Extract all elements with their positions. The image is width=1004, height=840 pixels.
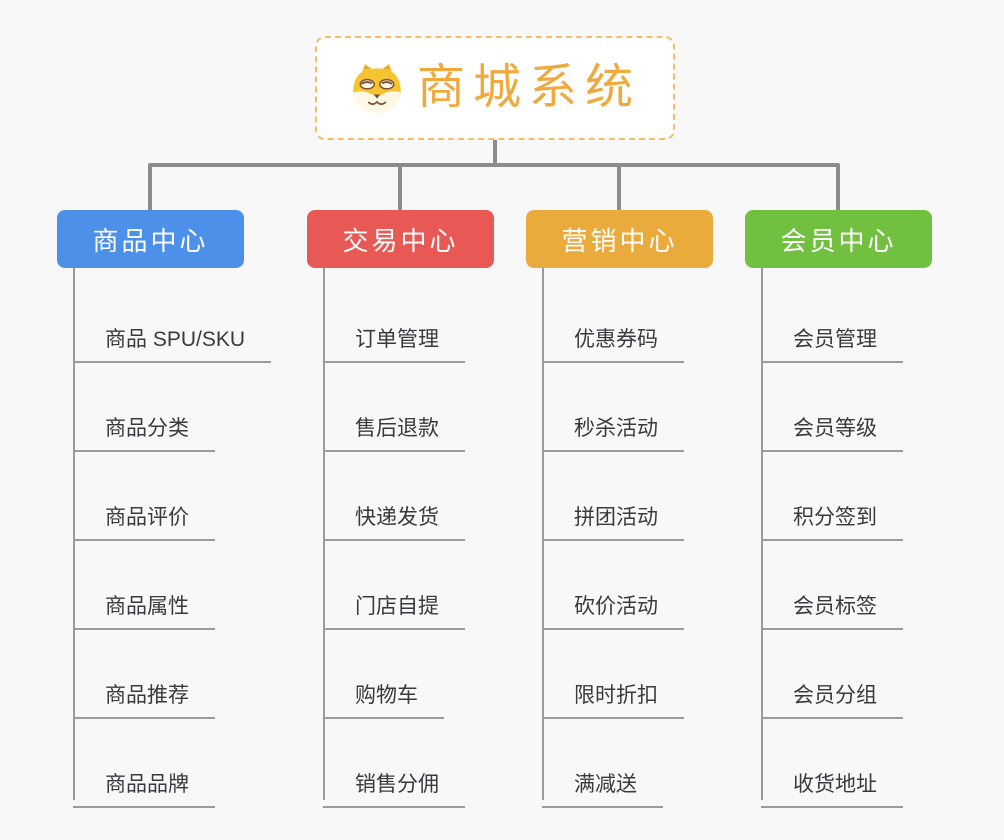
topic-item[interactable]: 会员等级 (761, 404, 903, 452)
topic-item[interactable]: 售后退款 (323, 404, 465, 452)
root-title: 商城系统 (416, 61, 641, 114)
branch-head-member[interactable]: 会员中心 (745, 210, 932, 268)
topic-item[interactable]: 商品 SPU/SKU (73, 315, 272, 363)
drop-line-product (148, 165, 152, 210)
branch-head-product[interactable]: 商品中心 (57, 210, 244, 268)
spine-line (542, 268, 544, 800)
branch-head-marketing[interactable]: 营销中心 (526, 210, 713, 268)
drop-line-trade (398, 165, 402, 210)
topic-item[interactable]: 优惠券码 (542, 315, 684, 363)
topic-item[interactable]: 会员标签 (761, 582, 903, 630)
topic-item[interactable]: 商品品牌 (73, 760, 215, 808)
root-connector-line (493, 140, 497, 165)
topic-item[interactable]: 限时折扣 (542, 671, 684, 719)
root-node[interactable]: 商城系统 (315, 36, 675, 140)
drop-line-marketing (617, 165, 621, 210)
topic-item[interactable]: 收货地址 (761, 760, 903, 808)
topic-item[interactable]: 门店自提 (323, 582, 465, 630)
topic-item[interactable]: 秒杀活动 (542, 404, 684, 452)
spine-line (73, 268, 75, 800)
topic-item[interactable]: 砍价活动 (542, 582, 684, 630)
branch-bus-line (148, 163, 840, 167)
topic-item[interactable]: 拼团活动 (542, 493, 684, 541)
topic-item[interactable]: 商品评价 (73, 493, 215, 541)
topic-item[interactable]: 会员分组 (761, 671, 903, 719)
topic-item[interactable]: 商品推荐 (73, 671, 215, 719)
dog-face-icon (349, 62, 405, 114)
topic-item[interactable]: 销售分佣 (323, 760, 465, 808)
branch-head-trade[interactable]: 交易中心 (307, 210, 494, 268)
spine-line (323, 268, 325, 800)
topic-item[interactable]: 满减送 (542, 760, 663, 808)
drop-line-member (836, 165, 840, 210)
topic-item[interactable]: 商品分类 (73, 404, 215, 452)
topic-item[interactable]: 订单管理 (323, 315, 465, 363)
spine-line (761, 268, 763, 800)
topic-item[interactable]: 积分签到 (761, 493, 903, 541)
topic-item[interactable]: 会员管理 (761, 315, 903, 363)
topic-item[interactable]: 购物车 (323, 671, 444, 719)
topic-item[interactable]: 商品属性 (73, 582, 215, 630)
topic-item[interactable]: 快递发货 (323, 493, 465, 541)
